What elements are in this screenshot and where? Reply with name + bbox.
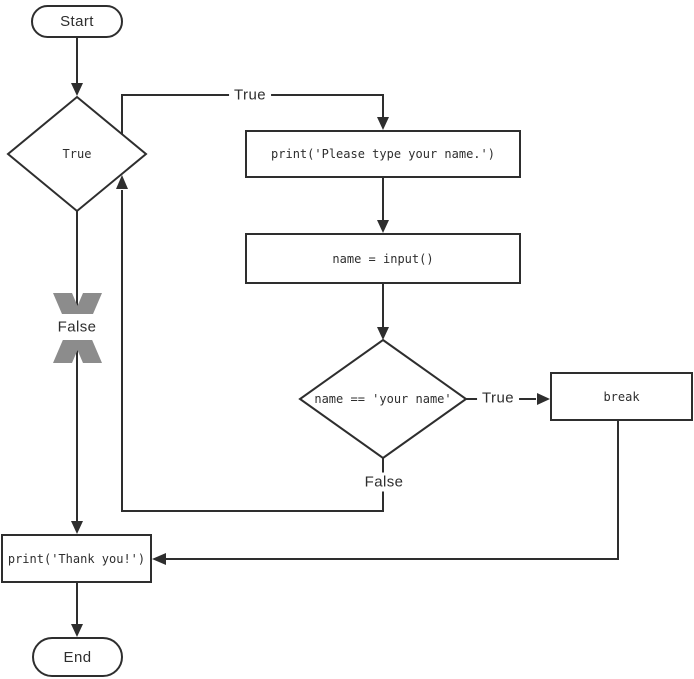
- flow-lines: [76, 38, 619, 624]
- arrow-down-into-thanks: [71, 521, 83, 534]
- print-thanks-code: print('Thank you!'): [7, 551, 146, 566]
- name-check-text: name == 'your name': [314, 392, 452, 406]
- arrow-down-into-input: [377, 220, 389, 233]
- edge-break-to-thanks: [166, 421, 619, 560]
- arrow-right-into-break: [537, 393, 550, 405]
- input-name-box: name = input(): [245, 233, 521, 284]
- arrowheads: [71, 83, 550, 637]
- arrow-down-into-end: [71, 624, 83, 637]
- loop-condition-text: True: [62, 147, 92, 161]
- check-true-label: True: [477, 388, 519, 408]
- loop-false-label: False: [54, 317, 100, 337]
- end-terminal: End: [32, 637, 123, 677]
- loop-true-label: True: [229, 85, 271, 105]
- name-check-diamond: [298, 338, 468, 460]
- start-label: Start: [60, 13, 94, 30]
- print-prompt-box: print('Please type your name.'): [245, 130, 521, 178]
- break-box: break: [550, 372, 693, 421]
- print-thanks-box: print('Thank you!'): [1, 534, 152, 583]
- end-label: End: [63, 648, 92, 666]
- check-false-label: False: [359, 472, 409, 492]
- arrow-up-into-condition: [116, 175, 128, 189]
- start-terminal: Start: [31, 5, 123, 38]
- loop-condition-diamond: [6, 95, 148, 213]
- input-name-code: name = input(): [332, 251, 434, 266]
- print-prompt-code: print('Please type your name.'): [271, 147, 495, 161]
- arrow-down-into-print: [377, 117, 389, 130]
- arrow-left-into-thanks: [152, 553, 166, 565]
- arrow-down-into-condition: [71, 83, 83, 96]
- break-code: break: [603, 389, 640, 404]
- arrow-down-into-check: [377, 327, 389, 340]
